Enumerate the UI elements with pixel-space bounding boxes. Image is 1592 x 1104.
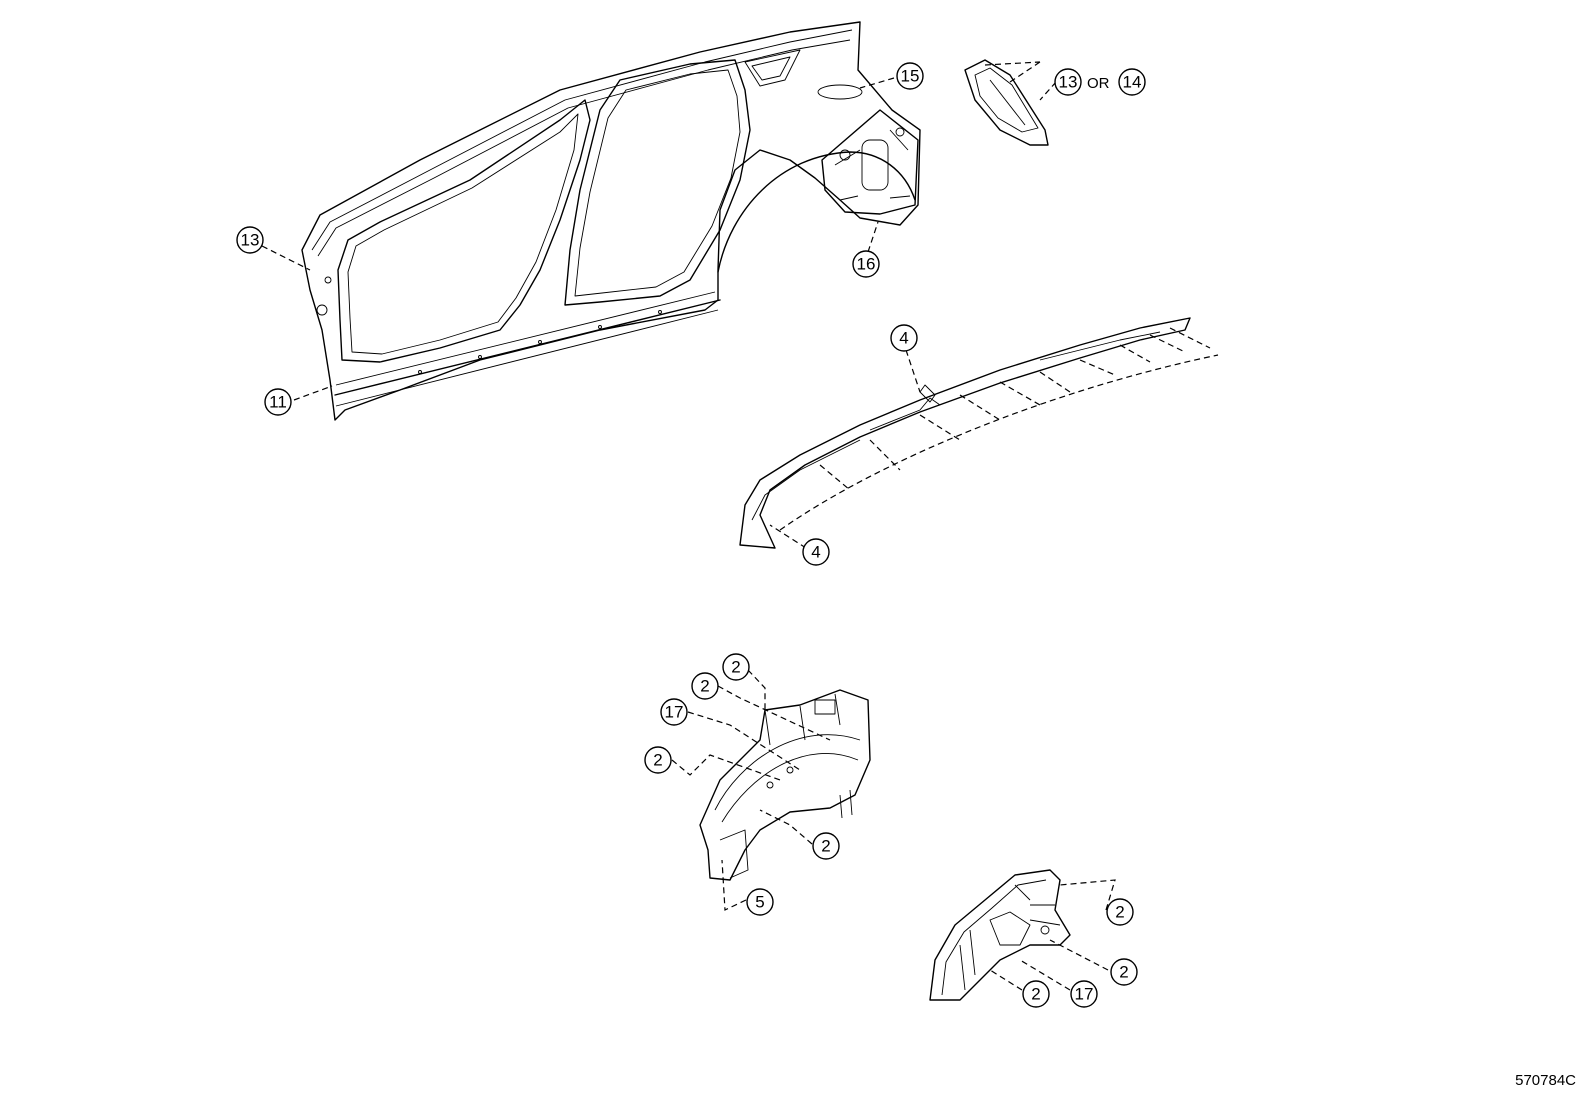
callout-16-label: 16 [857,255,876,274]
callout-14-label: 14 [1123,73,1142,92]
callout-13-right-label: 13 [1059,73,1078,92]
callout-2-f-label: 2 [1119,963,1128,982]
callout-2-a-label: 2 [731,658,740,677]
callout-2-c: 2 [644,746,672,774]
callout-2-g-label: 2 [1031,985,1040,1004]
callout-14: 14 [1118,68,1146,96]
callout-4-top-label: 4 [899,329,908,348]
callout-2-b-label: 2 [700,677,709,696]
callout-17-b: 17 [1070,980,1098,1008]
callout-17-a: 17 [660,698,688,726]
callout-13-right: 13 [1054,68,1082,96]
callout-2-g: 2 [1022,980,1050,1008]
callout-2-c-label: 2 [653,751,662,770]
reference-code: 570784C [1515,1072,1576,1089]
callout-17-a-label: 17 [665,703,684,722]
callout-4-top: 4 [890,324,918,352]
callout-2-e-label: 2 [1115,903,1124,922]
callout-5-label: 5 [755,893,764,912]
rear-wheel-house-outer [929,869,1071,1001]
callout-4-bottom: 4 [802,538,830,566]
callout-2-a: 2 [722,653,750,681]
callout-11: 11 [264,388,292,416]
callout-2-b: 2 [691,672,719,700]
roof-side-rail [739,317,1219,549]
callout-4-bottom-label: 4 [811,543,820,562]
callout-16: 16 [852,250,880,278]
leader-lines [261,61,1116,991]
callout-17-b-label: 17 [1075,985,1094,1004]
quarter-bracket-part [964,59,1049,146]
callout-2-f: 2 [1110,958,1138,986]
callout-2-d: 2 [812,832,840,860]
callout-13-left: 13 [236,226,264,254]
callout-15: 15 [896,62,924,90]
body-side-outer-panel [301,21,921,421]
callout-2-d-label: 2 [821,837,830,856]
or-label: OR [1087,75,1110,92]
callout-5: 5 [746,888,774,916]
callout-11-label: 11 [269,393,287,412]
callout-2-e: 2 [1106,898,1134,926]
callout-13-left-label: 13 [241,231,260,250]
callout-15-label: 15 [901,67,920,86]
